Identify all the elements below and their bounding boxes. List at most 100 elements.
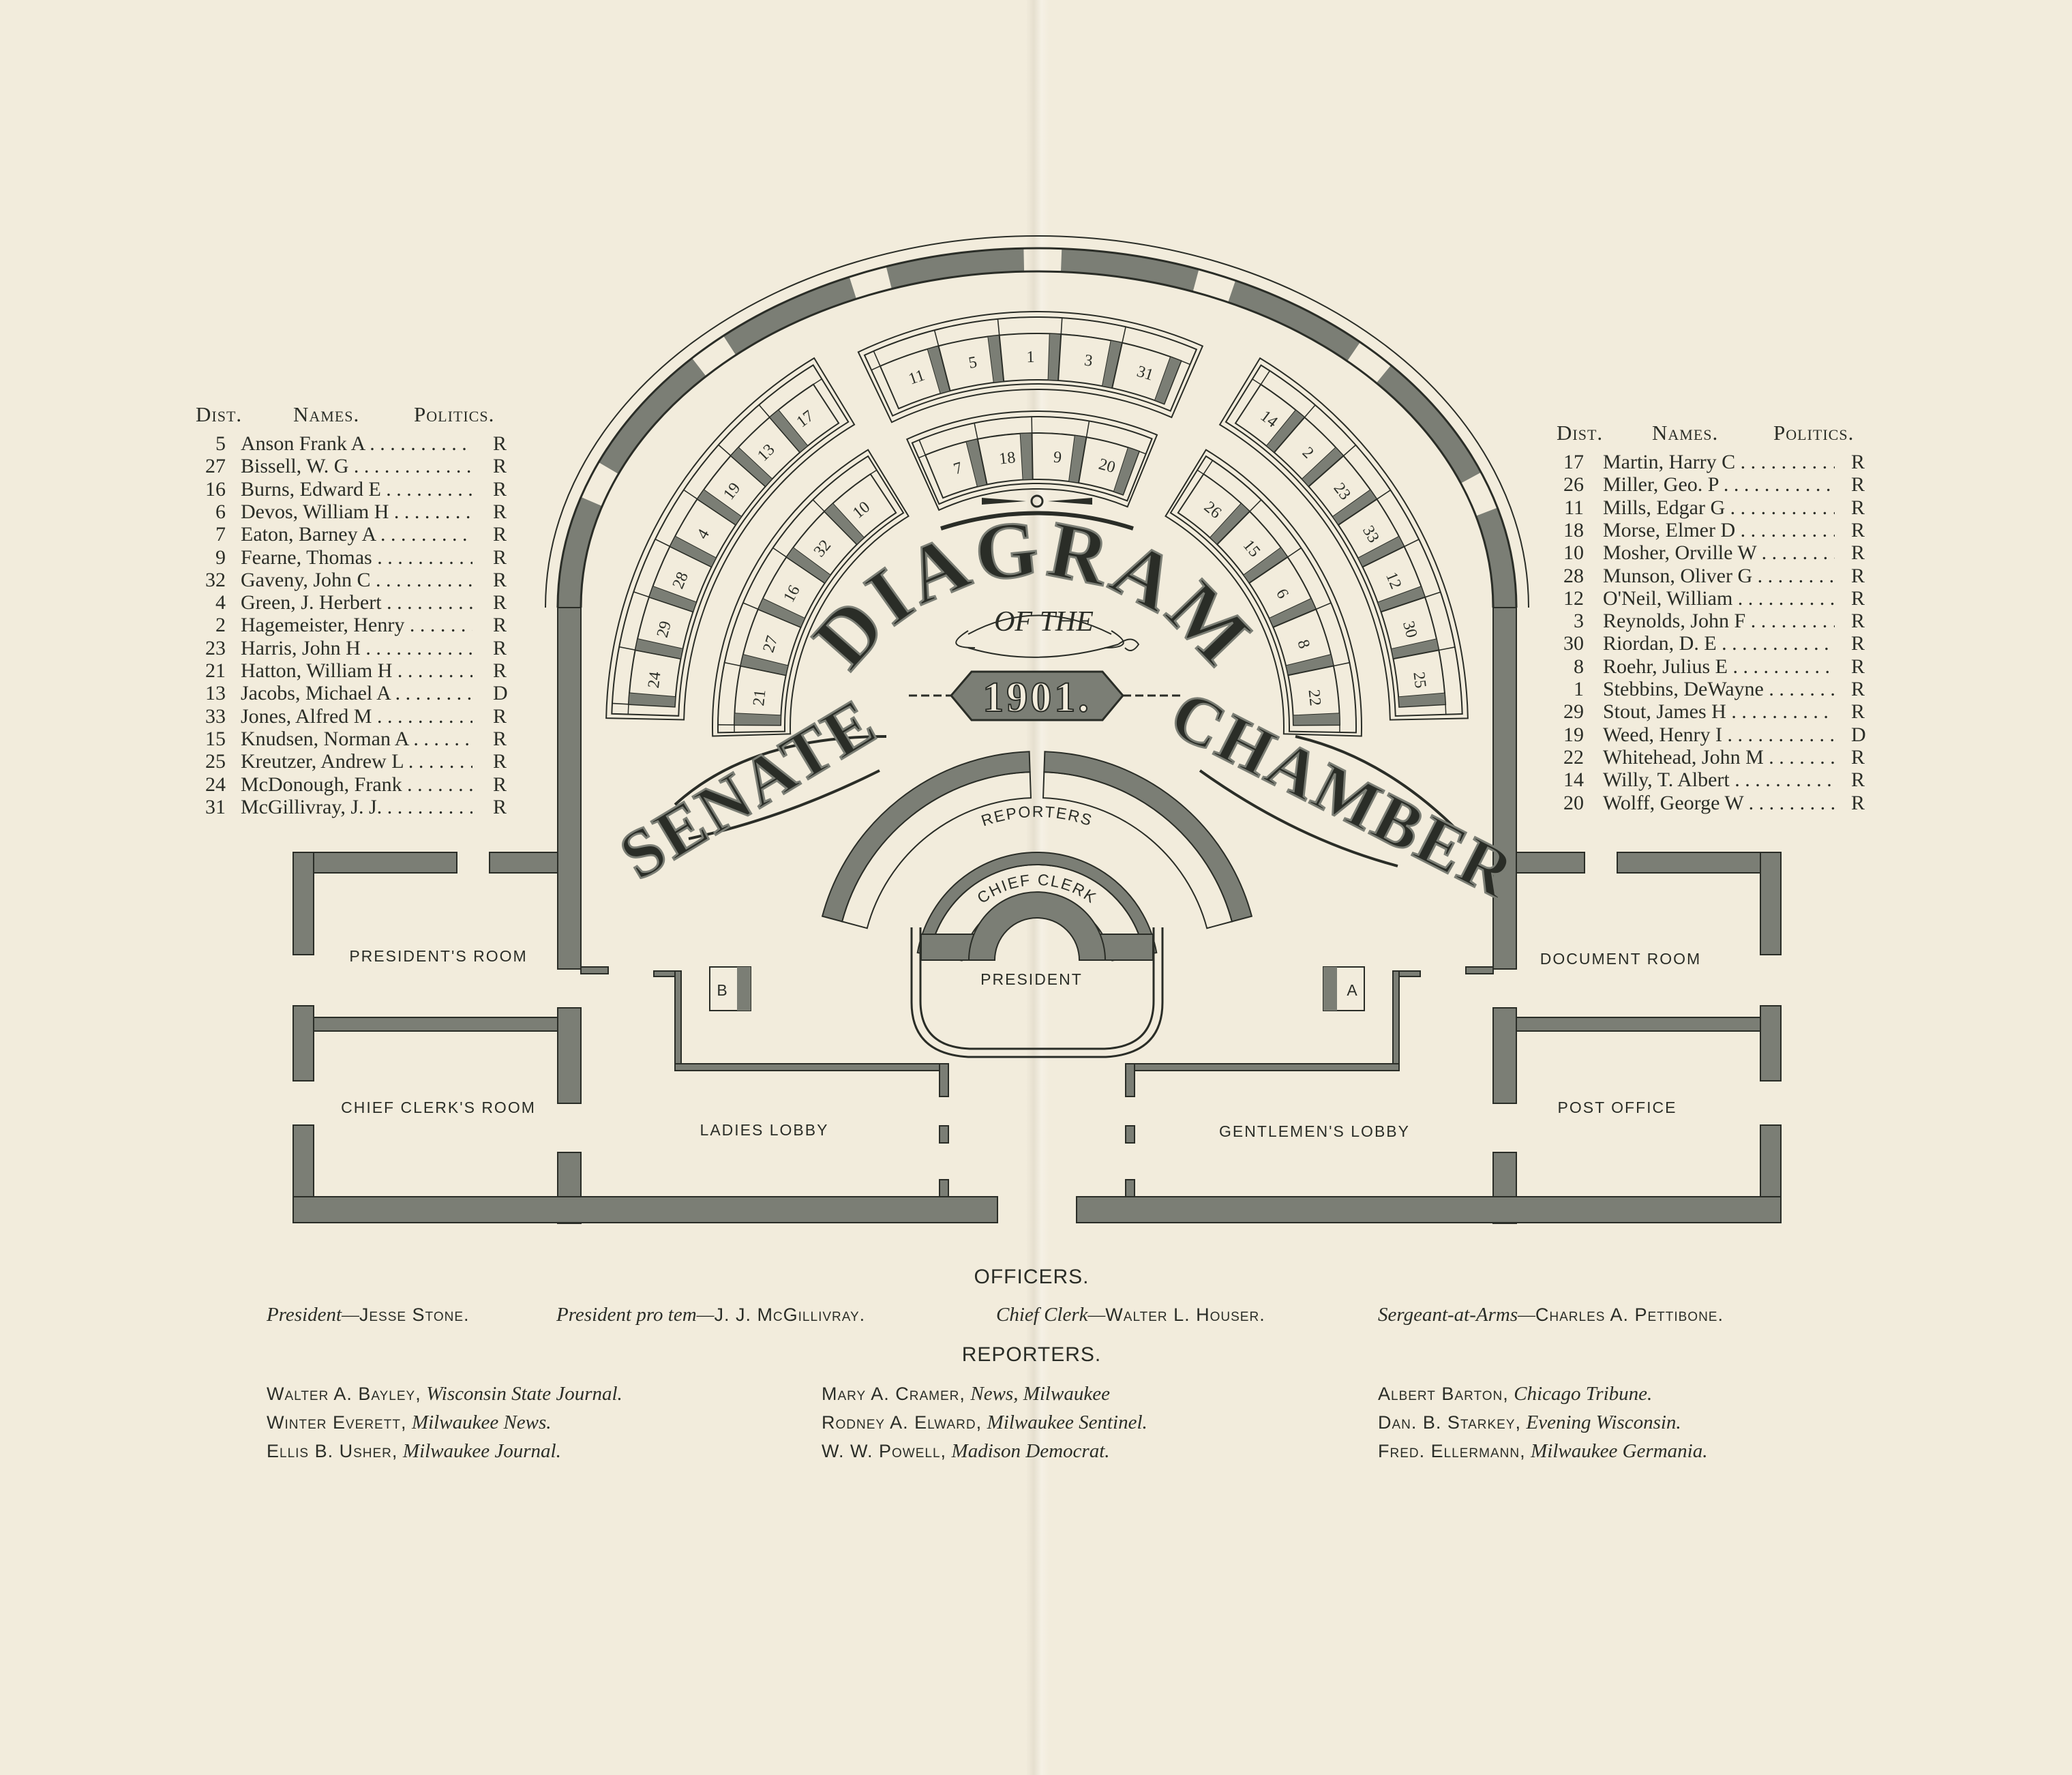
senator-name: Bissell, W. G — [241, 455, 472, 477]
reporter-entry: Dan. B. Starkey, Evening Wisconsin. — [1378, 1412, 1681, 1434]
desk-b: B — [709, 966, 751, 1011]
party-affiliation: R — [493, 750, 507, 773]
header-politics: Politics. — [414, 402, 495, 426]
president-desk — [920, 891, 1154, 961]
seat[interactable]: 16 — [742, 556, 826, 629]
seat[interactable]: 32 — [772, 510, 858, 584]
seat[interactable]: 14 — [1234, 370, 1306, 453]
party-affiliation: R — [493, 795, 507, 818]
seat[interactable]: 24 — [612, 649, 682, 708]
senator-name: McDonough, Frank — [241, 773, 472, 796]
seat[interactable]: 25 — [1392, 646, 1456, 708]
party-affiliation: R — [493, 546, 507, 569]
seat-row-top-row: 11 5 1 331 — [857, 311, 1204, 423]
district-number: 13 — [205, 682, 226, 705]
seat-back — [769, 409, 809, 453]
seat-number: 24 — [645, 671, 665, 689]
seat[interactable]: 2 — [1273, 404, 1345, 488]
district-number: 6 — [215, 500, 226, 523]
officer-role: President pro tem— — [556, 1304, 715, 1326]
desk-b-label: B — [717, 981, 728, 999]
senator-name: Jones, Alfred M — [241, 705, 472, 728]
seat[interactable]: 7 — [918, 438, 988, 499]
seat-back — [757, 597, 806, 628]
party-affiliation: R — [493, 591, 507, 614]
senator-name: Gaveny, John C — [241, 569, 472, 591]
label-reporters: REPORTERS — [979, 803, 1095, 830]
seat[interactable]: 29 — [618, 596, 694, 660]
seat-back — [648, 585, 697, 612]
district-number: 4 — [215, 591, 226, 614]
reporter-name: Winter Everett, — [267, 1412, 407, 1433]
seat[interactable]: 11 — [873, 345, 951, 410]
officer-name: J. J. McGillivray. — [714, 1304, 866, 1325]
reporter-entry: Winter Everett, Milwaukee News. — [267, 1412, 552, 1434]
district-number: 18 — [1563, 518, 1584, 541]
seat-number: 25 — [1409, 671, 1429, 689]
reporter-name: Rodney A. Elward, — [822, 1412, 982, 1433]
party-affiliation: R — [493, 523, 507, 546]
seat[interactable]: 30 — [1380, 591, 1441, 660]
district-number: 2 — [215, 614, 226, 637]
district-number: 27 — [205, 455, 226, 478]
president-rail — [910, 927, 1164, 1058]
senator-name: Munson, Oliver G — [1603, 565, 1835, 587]
seat[interactable]: 28 — [633, 545, 712, 613]
reporter-newspaper: Madison Democrat. — [951, 1440, 1110, 1462]
party-affiliation: R — [1851, 700, 1865, 724]
seat[interactable]: 22 — [1287, 661, 1351, 726]
seat[interactable]: 17 — [758, 383, 840, 453]
district-number: 16 — [205, 477, 226, 501]
seat[interactable]: 31 — [1111, 326, 1182, 405]
senator-name: Hatton, William H — [241, 659, 472, 682]
chamber-outer-wall — [545, 235, 1529, 608]
seat[interactable]: 21 — [717, 665, 787, 726]
seat[interactable]: 8 — [1272, 602, 1335, 676]
officer-entry: Chief Clerk—Walter L. Houser. — [996, 1304, 1265, 1326]
senator-name: Wolff, George W — [1603, 792, 1835, 814]
header-names: Names. — [1652, 421, 1719, 445]
seat-number: 1 — [1026, 348, 1034, 366]
district-number: 8 — [1574, 655, 1584, 678]
senator-name: Morse, Elmer D — [1603, 519, 1835, 541]
seat[interactable]: 20 — [1077, 420, 1141, 496]
seat[interactable]: 10 — [812, 473, 897, 546]
header-dist: Dist. — [1557, 421, 1604, 445]
seat[interactable]: 15 — [1216, 498, 1289, 584]
label-presidents-room: PRESIDENT'S ROOM — [349, 947, 527, 965]
party-affiliation: R — [493, 614, 507, 637]
seat-back — [669, 535, 717, 567]
party-affiliation: R — [1851, 655, 1865, 678]
seat[interactable]: 3 — [1057, 317, 1124, 389]
officer-role: Sergeant-at-Arms— — [1378, 1304, 1535, 1326]
seat-number: 5 — [967, 353, 978, 372]
seat[interactable]: 19 — [682, 454, 767, 526]
seat[interactable]: 6 — [1248, 547, 1317, 629]
senator-name: Jacobs, Michael A — [241, 682, 472, 704]
seat[interactable]: 9 — [1031, 416, 1087, 484]
party-affiliation: R — [493, 432, 507, 455]
party-affiliation: R — [1851, 791, 1865, 814]
reporter-entry: Rodney A. Elward, Milwaukee Sentinel. — [822, 1412, 1147, 1434]
podium-desks — [821, 751, 1253, 961]
seat[interactable]: 12 — [1362, 538, 1426, 613]
seat-back — [1398, 692, 1446, 708]
senator-name: Stebbins, DeWayne — [1603, 678, 1835, 700]
reporter-name: W. W. Powell, — [822, 1441, 947, 1461]
seat-back — [635, 638, 684, 659]
seat-back — [1113, 447, 1140, 496]
reporter-entry: Mary A. Cramer, News, Milwaukee — [822, 1383, 1110, 1405]
senator-name: Eaton, Barney A — [241, 523, 472, 546]
party-affiliation: R — [493, 500, 507, 523]
party-affiliation: R — [1851, 586, 1865, 610]
senator-name: Green, J. Herbert — [241, 591, 472, 614]
